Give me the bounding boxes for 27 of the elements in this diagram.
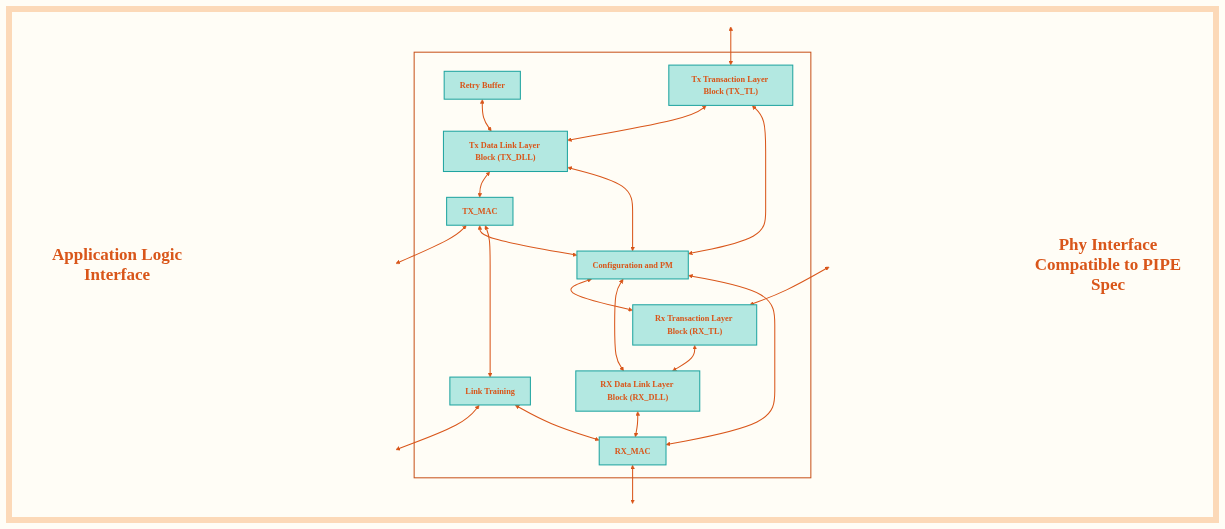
double-arrow: [395, 404, 480, 450]
double-arrow: [477, 170, 490, 198]
block-box: RX_MAC: [598, 436, 667, 465]
interface-label: Application Logic Interface: [51, 244, 183, 285]
block-box: Tx Data Link Layer Block (TX_DLL): [442, 130, 568, 172]
double-arrow: [395, 224, 467, 264]
double-arrow: [630, 464, 635, 504]
double-arrow: [749, 266, 830, 305]
block-box: Link Training: [449, 376, 531, 405]
double-arrow: [614, 278, 624, 371]
double-arrow: [480, 98, 492, 131]
block-box: TX_MAC: [446, 196, 514, 226]
block-box: Tx Transaction Layer Block (TX_TL): [668, 64, 794, 106]
interface-label: Phy Interface Compatible to PIPE Spec: [1033, 234, 1183, 295]
double-arrow: [567, 165, 635, 251]
double-arrow: [688, 104, 767, 255]
double-arrow: [728, 25, 734, 65]
double-arrow: [567, 104, 707, 142]
double-arrow: [672, 344, 697, 371]
double-arrow: [570, 277, 633, 312]
double-arrow: [633, 410, 641, 437]
double-arrow: [514, 404, 600, 441]
block-box: Configuration and PM: [576, 250, 689, 279]
block-box: Retry Buffer: [443, 70, 521, 100]
block-box: Rx Transaction Layer Block (RX_TL): [632, 303, 758, 346]
double-arrow: [484, 224, 493, 377]
block-box: RX Data Link Layer Block (RX_DLL): [575, 369, 701, 412]
